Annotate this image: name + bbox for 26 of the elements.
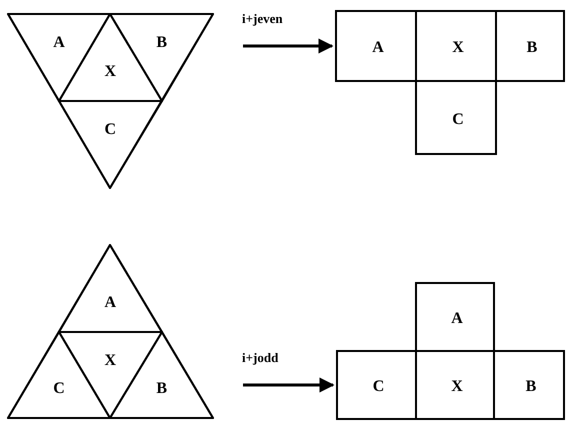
face-letter: C: [53, 381, 65, 398]
face-letter: C: [452, 112, 464, 128]
arrow: [243, 38, 334, 54]
face-letter: C: [372, 379, 384, 395]
grid-square: [415, 80, 497, 155]
grid-square: [336, 350, 417, 420]
face-letter: X: [452, 40, 464, 56]
grid-square: [495, 10, 565, 82]
face-letter: X: [104, 352, 116, 369]
face-letter: X: [104, 64, 116, 80]
face-letter: B: [156, 381, 167, 398]
face-letter: A: [53, 35, 65, 51]
edge-label: i+jodd: [241, 351, 280, 365]
face-letter: A: [451, 311, 463, 327]
face-letter: B: [526, 379, 536, 395]
face-letter: X: [451, 379, 463, 395]
grid-square: [493, 350, 565, 420]
face-letter: A: [372, 40, 384, 56]
face-letter: C: [104, 122, 116, 138]
face-letter: B: [156, 35, 167, 51]
grid-square: [335, 10, 417, 82]
grid-square: [415, 282, 495, 352]
arrow: [243, 378, 334, 392]
face-letter: A: [104, 295, 116, 311]
edge-label: i+jeven: [241, 12, 284, 26]
face-letter: B: [526, 40, 538, 56]
